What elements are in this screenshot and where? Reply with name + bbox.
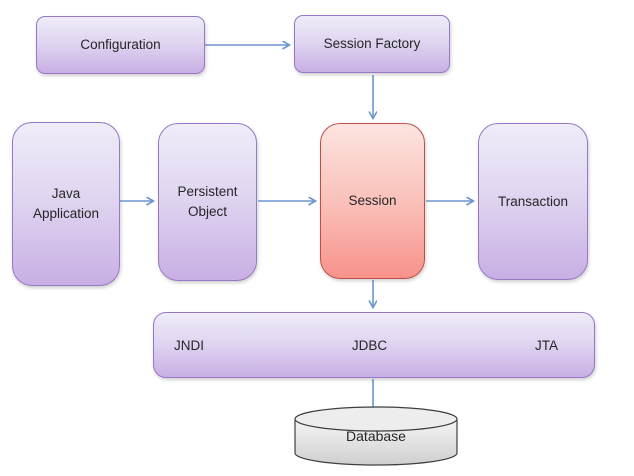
node-persistent-object-label: Persistent Object bbox=[177, 184, 238, 219]
node-configuration: Configuration bbox=[36, 16, 205, 74]
node-database: Database bbox=[293, 406, 459, 468]
node-database-label: Database bbox=[346, 428, 406, 444]
node-persistent-object: Persistent Object bbox=[158, 123, 257, 281]
node-session-factory: Session Factory bbox=[294, 15, 450, 73]
middleware-label-jndi: JNDI bbox=[174, 337, 204, 353]
node-middleware-bar: JNDI JDBC JTA bbox=[153, 312, 595, 378]
node-session: Session bbox=[320, 123, 425, 279]
node-java-application: Java Application bbox=[12, 122, 120, 286]
database-cylinder-shape bbox=[294, 406, 458, 466]
node-session-label: Session bbox=[348, 193, 397, 209]
node-transaction-label: Transaction bbox=[497, 193, 569, 209]
node-session-factory-label: Session Factory bbox=[323, 36, 421, 52]
node-configuration-label: Configuration bbox=[80, 37, 161, 53]
middleware-label-jta: JTA bbox=[534, 337, 558, 353]
node-java-application-label: Java Application bbox=[32, 186, 100, 221]
node-transaction: Transaction bbox=[478, 123, 588, 280]
middleware-label-jdbc: JDBC bbox=[351, 337, 388, 353]
